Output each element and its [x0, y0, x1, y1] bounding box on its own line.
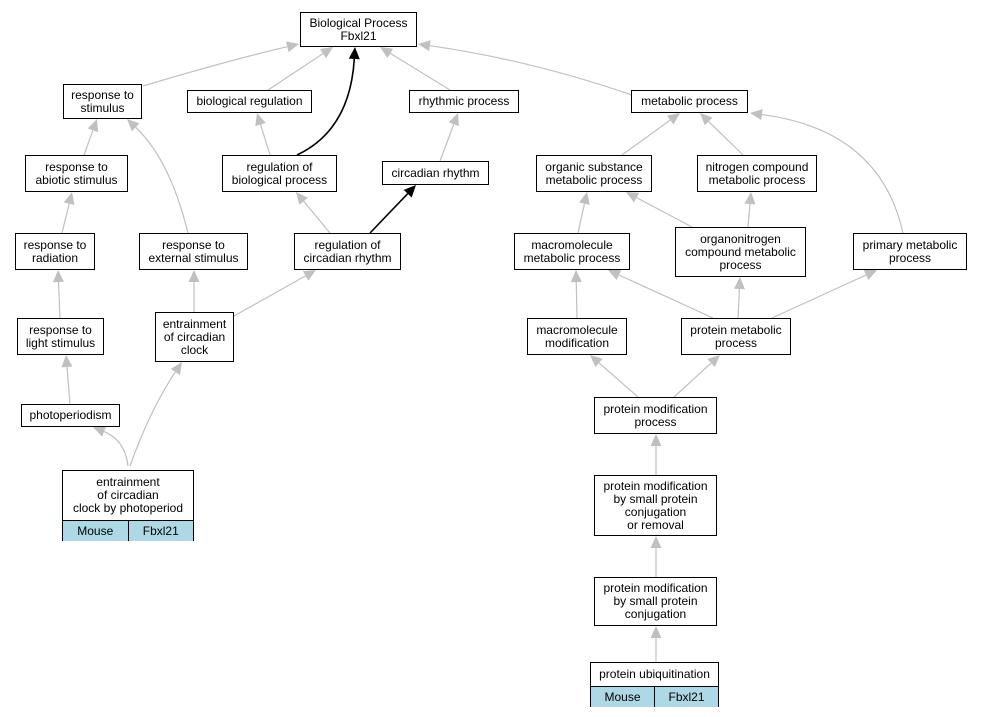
- edge-arrowhead: [127, 119, 140, 132]
- edge-line: [267, 53, 324, 91]
- edge-arrowhead: [750, 109, 763, 121]
- edge-arrowhead: [418, 40, 431, 52]
- edge-line: [737, 288, 741, 319]
- edge-line: [621, 119, 671, 156]
- gene-cell[interactable]: Fbxl21: [654, 687, 718, 707]
- node-circadian-rhythm[interactable]: circadian rhythm: [382, 161, 489, 185]
- leaf-annotation-row: Mouse Fbxl21: [591, 686, 718, 707]
- edge-arrowhead: [707, 355, 720, 368]
- edge-arrowhead: [744, 192, 756, 205]
- edge-arrowhead: [170, 362, 182, 376]
- edge-arrowhead: [579, 192, 590, 205]
- species-cell[interactable]: Mouse: [63, 521, 128, 541]
- edge-arrowhead: [700, 113, 713, 126]
- edge-arrowhead: [650, 434, 662, 446]
- edge-line: [129, 371, 176, 467]
- edge-arrowhead: [319, 47, 333, 59]
- node-macromolecule-modification[interactable]: macromolecule modification: [527, 318, 627, 355]
- edge-arrowhead: [93, 426, 107, 437]
- node-response-to-external-stimulus[interactable]: response to external stimulus: [139, 233, 248, 270]
- edge-line: [233, 275, 306, 317]
- leaf-entrainment-by-photoperiod-label: entrainment of circadian clock by photop…: [72, 475, 184, 515]
- edge-line: [771, 274, 867, 319]
- node-photoperiodism[interactable]: photoperiodism: [21, 404, 120, 427]
- edge-arrowhead: [667, 113, 680, 125]
- edge-arrowhead: [348, 47, 360, 60]
- node-protein-metabolic-process[interactable]: protein metabolic process: [681, 318, 791, 355]
- species-cell[interactable]: Mouse: [591, 687, 654, 707]
- edge-line: [135, 126, 189, 234]
- edge-arrowhead: [863, 269, 877, 280]
- edge-arrowhead: [61, 355, 73, 368]
- edge-line: [673, 362, 712, 398]
- node-regulation-of-biological-process[interactable]: regulation of biological process: [222, 155, 337, 192]
- edge-line: [429, 45, 633, 96]
- edge-line: [636, 197, 693, 228]
- node-response-to-stimulus[interactable]: response to stimulus: [63, 84, 142, 119]
- edge-arrowhead: [380, 47, 394, 58]
- node-protein-modification-process[interactable]: protein modification process: [594, 397, 717, 434]
- edge-arrowhead: [650, 536, 662, 548]
- leaf-protein-ubiquitination[interactable]: protein ubiquitination Mouse Fbxl21: [590, 662, 719, 707]
- edge-arrowhead: [255, 113, 266, 127]
- edge-line: [598, 362, 639, 398]
- node-response-to-light-stimulus[interactable]: response to light stimulus: [17, 318, 104, 355]
- edge-arrowhead: [608, 269, 622, 280]
- leaf-entrainment-by-photoperiod[interactable]: entrainment of circadian clock by photop…: [62, 470, 194, 541]
- node-response-to-radiation[interactable]: response to radiation: [15, 233, 95, 270]
- node-protein-modification-by-small-protein-conjugation-or-removal[interactable]: protein modification by small protein co…: [594, 475, 717, 536]
- edge-arrowhead: [590, 355, 603, 368]
- edge-line: [259, 124, 271, 156]
- edge-line: [618, 274, 714, 319]
- node-entrainment-of-circadian-clock[interactable]: entrainment of circadian clock: [155, 312, 234, 362]
- edge-arrowhead: [63, 192, 75, 205]
- edge-line: [66, 366, 71, 405]
- node-nitrogen-compound-metabolic-process[interactable]: nitrogen compound metabolic process: [697, 155, 817, 192]
- edge-arrowhead: [188, 270, 200, 282]
- edge-line: [142, 46, 288, 87]
- node-primary-metabolic-process[interactable]: primary metabolic process: [853, 233, 967, 270]
- leaf-annotation-row: Mouse Fbxl21: [63, 520, 193, 541]
- node-metabolic-process[interactable]: metabolic process: [631, 90, 748, 113]
- edge-arrowhead: [53, 270, 64, 283]
- node-organic-substance-metabolic-process[interactable]: organic substance metabolic process: [536, 155, 652, 192]
- edge-line: [83, 130, 94, 156]
- edge-line: [761, 113, 904, 234]
- node-protein-modification-by-small-protein-conjugation[interactable]: protein modification by small protein co…: [594, 577, 717, 626]
- node-regulation-of-circadian-rhythm[interactable]: regulation of circadian rhythm: [294, 233, 401, 270]
- edge-line: [103, 430, 129, 467]
- edge-arrowhead: [448, 113, 459, 127]
- edge-arrowhead: [733, 277, 745, 290]
- edge-arrowhead: [302, 270, 316, 281]
- edge-arrowhead: [296, 192, 308, 205]
- gene-cell[interactable]: Fbxl21: [127, 521, 193, 541]
- edge-line: [57, 281, 61, 319]
- node-macromolecule-metabolic-process[interactable]: macromolecule metabolic process: [514, 233, 630, 270]
- edge-arrowhead: [87, 119, 99, 133]
- edge-line: [61, 203, 70, 234]
- edge-line: [439, 124, 455, 162]
- edge-line: [303, 200, 331, 234]
- edge-arrowhead: [570, 270, 582, 283]
- node-response-to-abiotic-stimulus[interactable]: response to abiotic stimulus: [25, 155, 128, 192]
- node-rhythmic-process[interactable]: rhythmic process: [409, 90, 519, 113]
- edge-arrowhead: [286, 41, 299, 53]
- edge-arrowhead: [403, 185, 416, 198]
- edge-arrowhead: [650, 626, 662, 638]
- edge-line: [389, 52, 451, 91]
- edge-line: [296, 58, 356, 156]
- node-biological-regulation[interactable]: biological regulation: [187, 90, 312, 113]
- node-root[interactable]: Biological Process Fbxl21: [300, 12, 417, 47]
- edge-line: [708, 120, 744, 156]
- edge-line: [575, 281, 578, 319]
- edge-line: [577, 203, 586, 234]
- node-organonitrogen-compound-metabolic-process[interactable]: organonitrogen compound metabolic proces…: [675, 227, 806, 277]
- leaf-protein-ubiquitination-label: protein ubiquitination: [599, 667, 710, 681]
- edge-arrowhead: [626, 192, 640, 203]
- edge-line: [747, 203, 751, 228]
- edge-line: [369, 193, 409, 234]
